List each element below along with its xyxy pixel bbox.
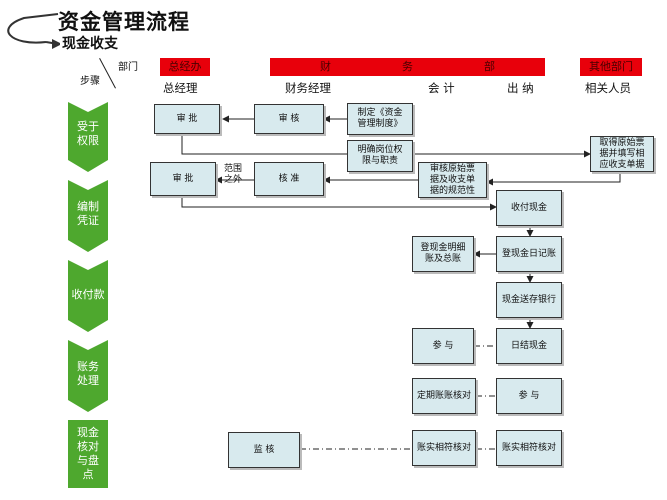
role-cashier: 出 纳 bbox=[507, 81, 534, 95]
supervise-box: 监 核 bbox=[228, 432, 300, 468]
approve-box-2: 审 批 bbox=[150, 162, 216, 196]
account-match-box-2: 账实相符核对 bbox=[496, 430, 562, 466]
page-subtitle: 现金收支 bbox=[62, 36, 118, 52]
dept-finance-char-3: 部 bbox=[484, 60, 495, 73]
obtain-docs-box: 取得原始票 据并填写相 应收支单据 bbox=[590, 136, 654, 172]
step-label: 账务 处理 bbox=[77, 360, 99, 387]
step-label: 受于 权限 bbox=[77, 120, 99, 147]
page-title: 资金管理流程 bbox=[58, 10, 190, 34]
step-accounting: 账务 处理 bbox=[68, 340, 108, 412]
approve-box-1: 审 批 bbox=[154, 104, 220, 134]
periodic-check-box: 定期账账核对 bbox=[412, 378, 476, 414]
account-match-box-1: 账实相符核对 bbox=[412, 430, 476, 466]
make-system-box: 制定《资金 管理制度》 bbox=[347, 103, 413, 135]
role-accountant: 会 计 bbox=[428, 81, 455, 95]
scope-outside-label: 范围 之外 bbox=[224, 164, 243, 185]
dept-finance-char-2: 务 bbox=[402, 60, 413, 73]
role-general-manager: 总经理 bbox=[163, 81, 198, 95]
receive-pay-box: 收付现金 bbox=[496, 190, 562, 226]
curved-arrow-icon bbox=[7, 13, 60, 49]
dept-finance-char-1: 财 bbox=[320, 60, 331, 73]
deposit-box: 现金送存银行 bbox=[496, 282, 562, 318]
review-box: 审 核 bbox=[254, 104, 324, 134]
define-duties-box: 明确岗位权 限与职责 bbox=[347, 140, 413, 172]
corner-step-label: 步骤 bbox=[80, 76, 100, 87]
cash-ledger-box: 登现金明细 账及总账 bbox=[412, 236, 474, 272]
participate-box-1: 参 与 bbox=[412, 328, 474, 364]
verify-box: 核 准 bbox=[254, 162, 324, 196]
participate-box-2: 参 与 bbox=[496, 378, 562, 414]
step-voucher: 编制 凭证 bbox=[68, 180, 108, 252]
step-reconcile: 现金 核对 与盘 点 bbox=[68, 420, 108, 488]
corner-dept-label: 部门 bbox=[118, 62, 138, 73]
role-finance-manager: 财务经理 bbox=[285, 81, 331, 95]
step-label: 现金 核对 与盘 点 bbox=[77, 426, 99, 481]
dept-finance: 财 务 部 bbox=[270, 58, 545, 76]
audit-docs-box: 审核原始票 据及收支单 据的规范性 bbox=[418, 162, 487, 198]
step-authorization: 受于 权限 bbox=[68, 102, 108, 172]
step-label: 收付款 bbox=[71, 288, 105, 301]
daily-settle-box: 日结现金 bbox=[496, 328, 562, 364]
cash-journal-box: 登现金日记账 bbox=[496, 236, 562, 272]
step-label: 编制 凭证 bbox=[77, 200, 99, 227]
dept-other: 其他部门 bbox=[580, 58, 642, 76]
dept-general-manager: 总经办 bbox=[160, 58, 210, 76]
step-payment: 收付款 bbox=[68, 260, 108, 332]
role-related: 相关人员 bbox=[585, 81, 631, 95]
